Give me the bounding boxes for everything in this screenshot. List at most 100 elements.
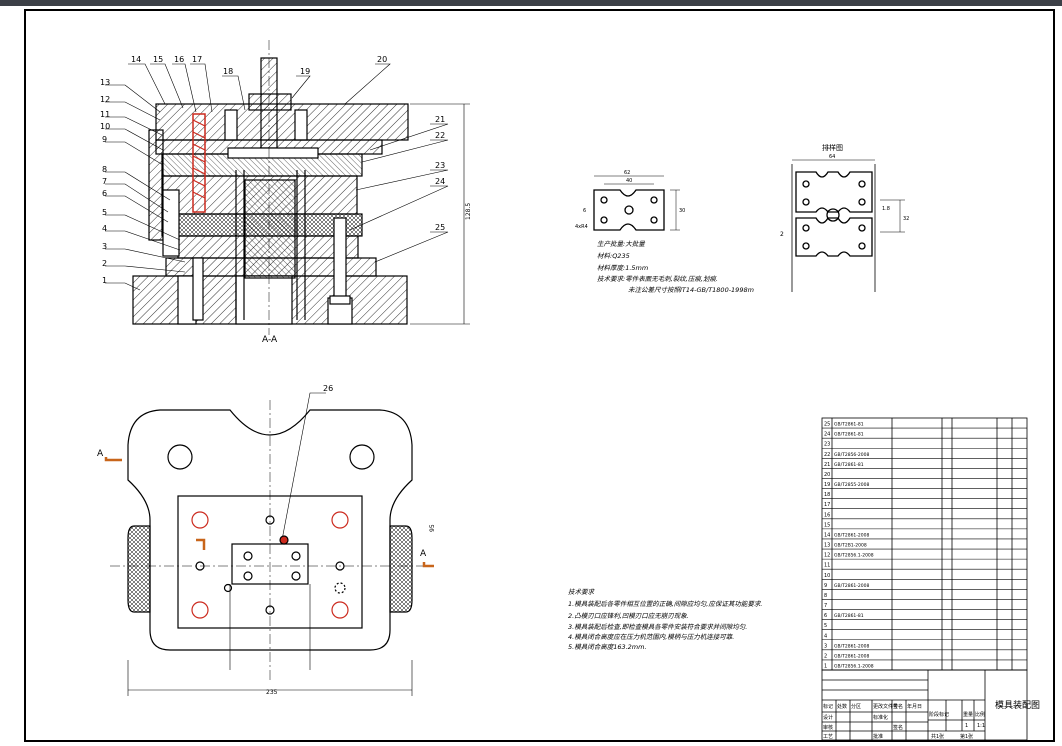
bom-row-number: 24 [824, 432, 830, 438]
tb-header-label: 年月日 [907, 703, 922, 710]
part-inner-dim: 40 [626, 178, 632, 184]
bom-row-standard: GB/T2861-2008 [834, 532, 870, 538]
tb-header-label: 更改文件号 [873, 703, 898, 710]
bom-row-number: 8 [824, 593, 827, 599]
tb-sheets: 共1张 [931, 733, 944, 740]
bom-row-standard: GB/T2861-81 [834, 422, 864, 428]
part-label: 16 [174, 55, 184, 64]
tb-header-label: 标记 [823, 703, 833, 710]
bom-row-number: 5 [824, 623, 827, 629]
part-label: 9 [102, 135, 107, 144]
part-label: 5 [102, 208, 107, 217]
part-number-labels: 1 2 3 4 5 6 7 8 9 10 11 12 13 14 15 16 1… [100, 55, 445, 393]
drawing-name: 模具装配图 [995, 699, 1040, 711]
part-label: 17 [192, 55, 202, 64]
viewer-top-bar [0, 0, 1062, 6]
bom-row-number: 18 [824, 492, 830, 498]
tech-req-line: 2.凸模刃口应锋利,凹模刃口应无崩刃现象. [568, 612, 689, 620]
section-marks [104, 457, 434, 568]
layout-title: 排样图 [822, 143, 843, 152]
plan-width-dimension: 235 [266, 689, 278, 696]
tb-row-label: 工艺 [823, 734, 833, 740]
bom-row-number: 12 [824, 553, 830, 559]
leader-lines [105, 63, 449, 541]
tb-std-label: 标准化 [873, 714, 888, 721]
part-label: 2 [102, 259, 107, 268]
bom-row-number: 17 [824, 502, 830, 508]
tb-row-label: 批准 [873, 733, 883, 740]
part-label: 22 [435, 131, 445, 140]
bom-row-number: 7 [824, 603, 827, 609]
part-label: 24 [435, 177, 445, 186]
part-label: 19 [300, 67, 310, 76]
plan-view [110, 400, 430, 696]
section-label: A-A [262, 335, 278, 345]
tech-req-line: 5.模具闭合高度163.2mm. [568, 643, 647, 651]
part-label: 25 [435, 223, 445, 232]
part-label: 13 [100, 78, 110, 87]
bom-row-standard: GB/T2856.1-2008 [834, 553, 874, 559]
bom-row-standard: GB/T2861-81 [834, 462, 864, 468]
tb-stage-label: 比例 [975, 711, 985, 718]
bom-row-number: 9 [824, 583, 827, 589]
bom-row-number: 4 [824, 633, 827, 639]
strip-layout [791, 159, 905, 292]
bom-row-number: 25 [824, 422, 830, 428]
bill-of-materials [821, 417, 1028, 671]
tb-ratio: 1:1 [977, 723, 985, 729]
title-block [821, 669, 1028, 741]
layout-width-dim: 64 [829, 154, 835, 160]
bom-row-standard: GB/T2861-2008 [834, 643, 870, 649]
section-mark-left: A [97, 449, 104, 459]
bom-row-number: 11 [824, 563, 830, 569]
bom-row-standard: GB/T2856.1-2008 [834, 664, 874, 670]
bom-row-number: 10 [824, 573, 830, 579]
bom-row-standard: GB/T2861-2008 [834, 583, 870, 589]
tech-req-line: 1.模具装配后各零件相互位置的正确,间隙应均匀,应保证其功能要求. [568, 600, 762, 608]
technical-requirements: 技术要求 1.模具装配后各零件相互位置的正确,间隙应均匀,应保证其功能要求. 2… [568, 588, 762, 651]
layout-pitch-dim: 1.8 [882, 206, 890, 212]
tech-req-line: 3.模具装配后检查,即检查模具各零件安装符合要求并间隙均匀. [568, 623, 747, 631]
section-mark-right: A [420, 549, 427, 559]
tb-header-label: 签名 [893, 703, 903, 710]
part-label: 7 [102, 177, 107, 186]
bom-row-number: 1 [824, 664, 827, 670]
bom-row-number: 16 [824, 512, 830, 518]
part-notes: 生产批量:大批量 材料:Q235 材料厚度:1.5mm 技术要求:零件表面无毛刺… [597, 240, 754, 294]
part-note-line: 技术要求:零件表面无毛刺,裂纹,压痕,划痕. [597, 275, 718, 283]
part-label: 18 [223, 67, 233, 76]
bom-row-standard: GB/T2861-2008 [834, 653, 870, 659]
part-label: 8 [102, 165, 107, 174]
bom-row-number: 14 [824, 532, 830, 538]
title-block-labels: 标记 处数 分区 更改文件号 签名 年月日 设计 审核 工艺 标准化 签名 批准… [823, 703, 985, 740]
part-note-line: 材料厚度:1.5mm [597, 264, 648, 272]
part-label: 11 [100, 110, 110, 119]
bom-row-number: 21 [824, 462, 830, 468]
layout-spacing-note: 2 [780, 231, 784, 238]
part-label: 15 [153, 55, 163, 64]
tb-header-label: 分区 [851, 703, 861, 710]
part-label: 12 [100, 95, 110, 104]
tb-stage-label: 重量 [963, 711, 973, 718]
drawing-frame [24, 9, 1055, 742]
tb-sheet-no: 第1张 [960, 733, 973, 740]
part-note-line: 未注公差尺寸按照IT14-GB/T1800-1998m [628, 286, 754, 294]
part-height-dim: 30 [679, 208, 685, 214]
bom-row-rules [822, 427, 1027, 671]
part-label: 1 [102, 276, 107, 285]
part-label: 21 [435, 115, 445, 124]
bom-row-number: 6 [824, 613, 827, 619]
part-label: 4 [102, 224, 107, 233]
height-dimension: 128.5 [465, 203, 472, 220]
bom-row-number: 20 [824, 472, 830, 478]
bom-row-standard: GB/T2856-2008 [834, 452, 870, 458]
part-label: 6 [102, 189, 107, 198]
part-label: 23 [435, 161, 445, 170]
part-small-dim: 6 [583, 208, 586, 214]
part-label: 20 [377, 55, 387, 64]
tb-scale: 1 [965, 723, 968, 729]
section-view [132, 40, 470, 335]
tech-req-line: 4.模具闭合高度应在压力机范围内,模柄与压力机连接可靠. [568, 633, 734, 641]
bom-row-number: 3 [824, 643, 827, 649]
